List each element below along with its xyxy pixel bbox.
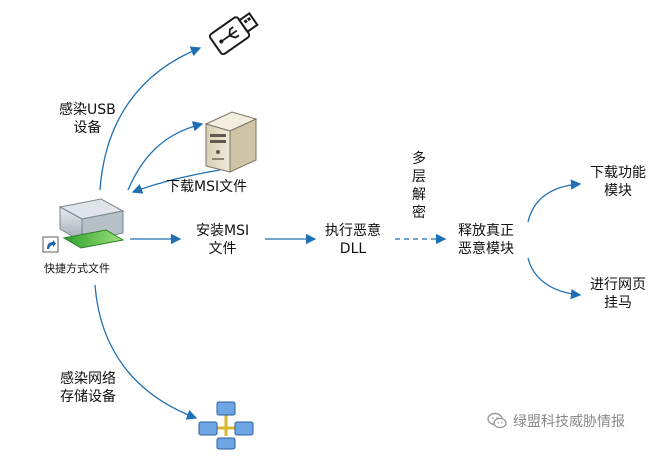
label-download-msi: 下载MSI文件 xyxy=(166,179,248,195)
arrow-to-usb xyxy=(99,46,202,191)
label-multi-decrypt: 多 层 解 密 xyxy=(412,151,426,221)
label-install-msi: 安装MSI 文件 xyxy=(196,223,250,257)
label-release-module: 释放真正 恶意模块 xyxy=(458,223,514,257)
server-icon xyxy=(204,111,258,173)
label-shortcut-file: 快捷方式文件 xyxy=(44,262,110,275)
arrow-from-server xyxy=(131,169,221,194)
label-infect-usb: 感染USB 设备 xyxy=(59,102,116,136)
arrow-to-server xyxy=(127,121,204,191)
shortcut-drive-icon xyxy=(42,198,125,253)
arrow-to-nas xyxy=(94,284,198,420)
label-infect-nas: 感染网络 存储设备 xyxy=(60,371,116,405)
watermark-text: 绿盟科技威胁情报 xyxy=(513,414,625,430)
label-download-function: 下载功能 模块 xyxy=(590,165,646,199)
label-exec-dll: 执行恶意 DLL xyxy=(325,223,381,257)
label-web-hijack: 进行网页 挂马 xyxy=(590,277,646,311)
network-icon xyxy=(198,401,254,450)
arrow-to-web-hijack xyxy=(527,257,582,300)
watermark: 绿盟科技威胁情报 xyxy=(487,410,625,432)
arrow-to-download-func xyxy=(527,179,582,223)
wechat-icon xyxy=(487,412,507,429)
usb-drive-icon xyxy=(208,11,259,56)
